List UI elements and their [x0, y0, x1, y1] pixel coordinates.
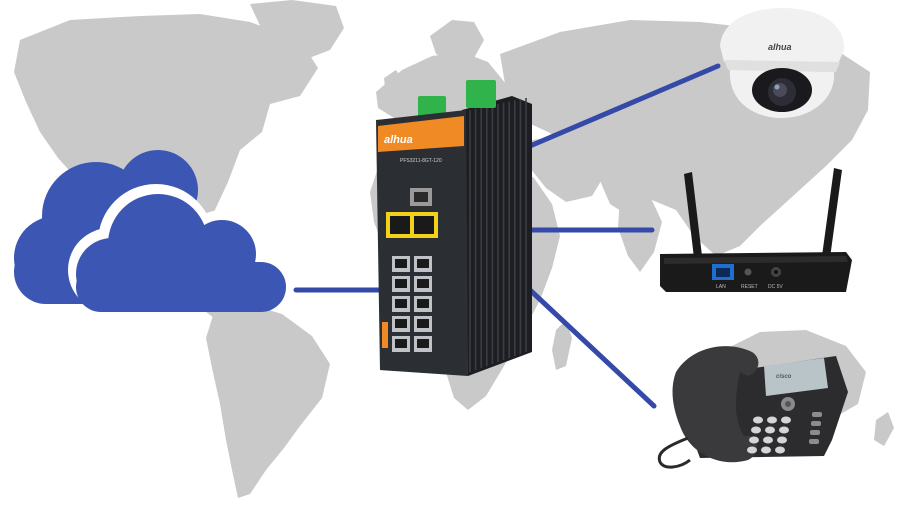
rj45-port-socket	[417, 339, 429, 348]
industrial-poe-switch-icon: alhua PFS3211-8GT-120	[376, 80, 532, 376]
phone-key	[767, 416, 777, 424]
phone-key	[753, 416, 763, 424]
rj45-port-socket	[417, 259, 429, 268]
phone-cord	[657, 436, 691, 469]
map-madagascar	[552, 320, 572, 370]
phone-key	[781, 416, 791, 424]
phone-key	[779, 426, 789, 434]
rj45-port-socket	[417, 279, 429, 288]
antenna-left	[684, 172, 702, 258]
phone-key	[775, 446, 785, 454]
rj45-port-socket	[395, 319, 407, 328]
phone-key	[765, 426, 775, 434]
dome-camera-icon: alhua	[720, 8, 845, 118]
antenna-right	[822, 168, 842, 258]
map-new-zealand	[874, 412, 894, 446]
phone-function-key	[811, 421, 821, 426]
dc-label: DC 5V	[768, 284, 783, 290]
camera-brand-label: alhua	[768, 42, 792, 52]
rj45-port-socket	[417, 299, 429, 308]
reset-label: RESET	[741, 284, 758, 290]
rj45-port-socket	[395, 259, 407, 268]
switch-brand-band	[378, 116, 464, 152]
rj45-port-socket	[395, 279, 407, 288]
phone-key	[747, 446, 757, 454]
link-switch-camera	[527, 63, 721, 149]
wireless-access-point-icon: LAN RESET DC 5V	[660, 168, 852, 292]
phone-key	[761, 446, 771, 454]
map-south-america	[206, 304, 330, 498]
map-japan	[822, 112, 846, 160]
power-terminal-left	[418, 96, 446, 118]
rj45-port-socket	[395, 339, 407, 348]
poe-marker	[382, 322, 388, 348]
sfp-port-2	[414, 216, 434, 234]
switch-heatsink	[462, 96, 532, 376]
connection-lines	[293, 63, 721, 409]
phone-function-key	[810, 430, 820, 435]
camera-lens	[773, 83, 787, 97]
rj45-port-grid	[392, 256, 432, 352]
phone-key	[749, 436, 759, 444]
phone-key	[777, 436, 787, 444]
map-uk	[384, 70, 404, 98]
heatsink-fins	[469, 98, 527, 372]
phone-function-key	[812, 412, 822, 417]
reset-button	[744, 268, 752, 276]
lan-label: LAN	[716, 284, 726, 290]
phone-brand-label: cisco	[776, 374, 792, 380]
map-scandinavia	[430, 20, 484, 62]
switch-brand-label: alhua	[384, 134, 413, 146]
link-switch-phone	[527, 287, 657, 409]
phone-keypad	[747, 412, 822, 454]
phone-handset	[672, 346, 759, 463]
switch-model-label: PFS3211-8GT-120	[400, 158, 442, 164]
phone-screen	[764, 358, 828, 396]
phone-key	[763, 436, 773, 444]
rj45-port-socket	[395, 299, 407, 308]
map-north-america	[14, 14, 318, 262]
sfp-port-1	[390, 216, 410, 234]
power-terminal-right	[466, 80, 496, 108]
rj45-port-socket	[417, 319, 429, 328]
phone-function-key	[809, 439, 819, 444]
map-greenland	[250, 0, 344, 60]
ip-phone-icon: cisco	[657, 346, 848, 469]
phone-key	[751, 426, 761, 434]
cloud-icon	[14, 150, 286, 312]
map-india	[618, 196, 662, 272]
